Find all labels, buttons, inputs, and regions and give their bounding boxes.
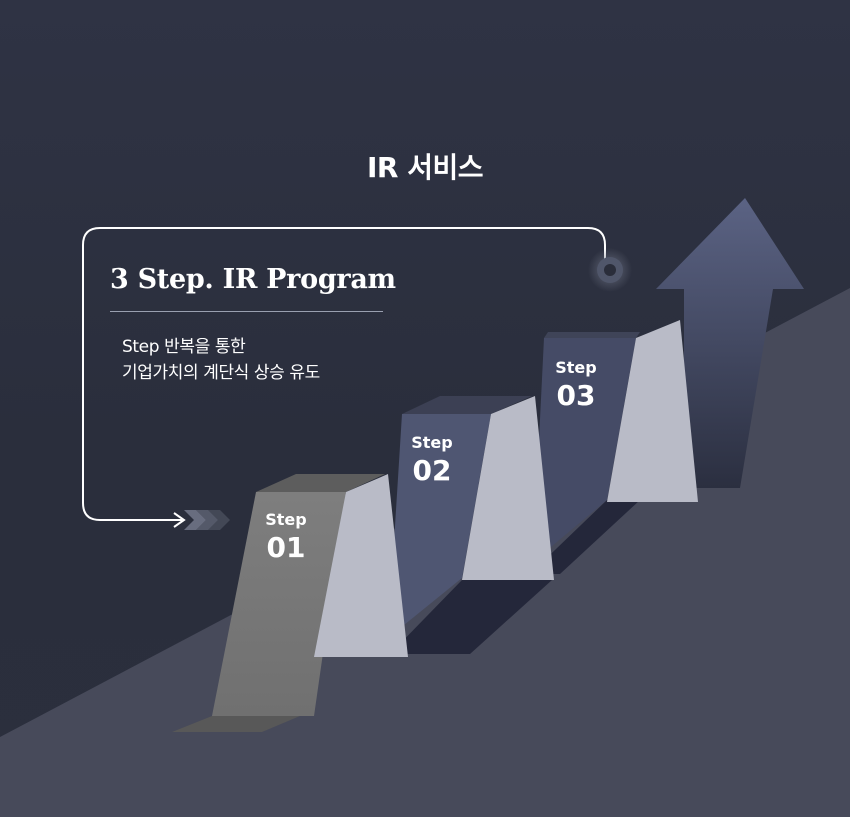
step-1-label: Step 01	[246, 512, 326, 562]
step-3-face	[533, 338, 636, 562]
step-1-face	[212, 492, 346, 716]
step-3-riser	[607, 320, 698, 502]
title-divider	[110, 311, 383, 312]
step-1-riser	[314, 474, 408, 657]
step-1-bottom	[172, 716, 300, 732]
description-line-2: 기업가치의 계단식 상승 유도	[122, 363, 320, 383]
step-1-top	[256, 474, 385, 492]
connector-arrowhead-icon	[173, 512, 186, 528]
connector-dot-icon	[604, 264, 616, 276]
description-line-1: Step 반복을 통한	[122, 337, 246, 357]
step-2-shadow	[390, 580, 552, 654]
step-2-top	[402, 396, 532, 414]
step-3-number: 03	[556, 379, 596, 412]
step-3-shadow	[530, 500, 640, 574]
step-1-word: Step	[265, 510, 307, 529]
up-arrow-icon	[656, 198, 804, 488]
step-3-label: Step 03	[536, 360, 616, 410]
step-2-face	[388, 414, 491, 638]
step-2-number: 02	[412, 454, 452, 487]
page-title: IR 서비스	[366, 151, 484, 184]
step-3-word: Step	[555, 358, 597, 377]
chevron-2-icon	[196, 510, 218, 530]
step-3-top	[544, 332, 640, 338]
step-2-label: Step 02	[392, 435, 472, 485]
step-2-riser	[462, 396, 554, 580]
chevron-3-icon	[208, 510, 230, 530]
step-1-number: 01	[266, 531, 306, 564]
program-description: Step 반복을 통한 기업가치의 계단식 상승 유도	[122, 334, 320, 386]
connector-line	[82, 227, 606, 521]
program-title: 3 Step. IR Program	[110, 264, 396, 295]
chevron-1-icon	[184, 510, 206, 530]
step-2-word: Step	[411, 433, 453, 452]
